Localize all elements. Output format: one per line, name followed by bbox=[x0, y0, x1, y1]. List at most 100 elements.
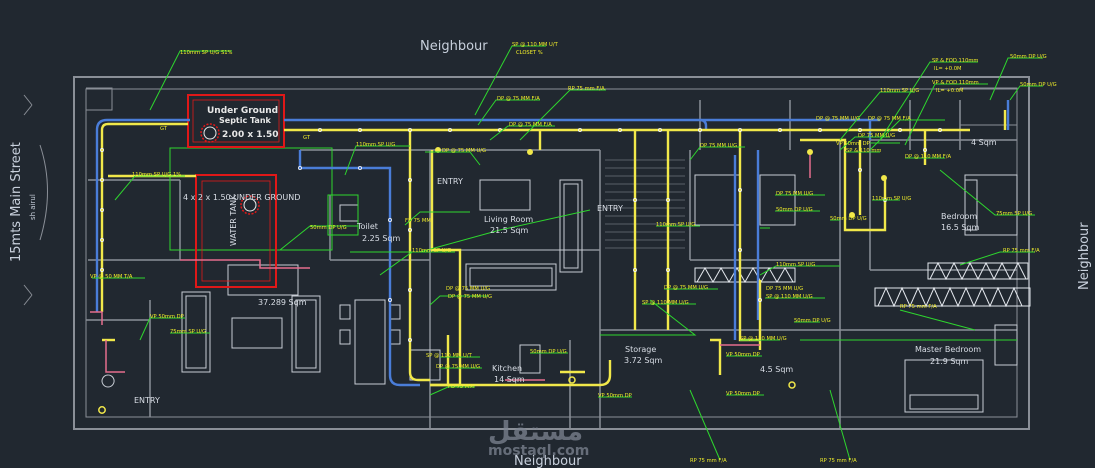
pipe-label: 75mm SP U/G bbox=[170, 329, 206, 335]
majlis-area: 37.289 Sqm bbox=[258, 298, 307, 307]
bedroom-area: 16.5 Sqm bbox=[941, 223, 980, 232]
neighbour-bottom-label: Neighbour bbox=[514, 454, 582, 468]
septic-tank-size: 2.00 x 1.50 bbox=[222, 130, 278, 140]
watermark: مستقل mostaql.com bbox=[488, 417, 589, 459]
pipe-label: VP 50mm DP bbox=[726, 391, 760, 397]
pipe-label: DP @ 75 MM U/G bbox=[448, 294, 492, 300]
pipe-label: IL= +0.0M bbox=[934, 66, 962, 72]
water-tank-title: 4 x 2 x 1.50 UNDER GROUND bbox=[183, 193, 300, 202]
laundry-area: 4 Sqm bbox=[971, 138, 997, 147]
pipe-label: SP & 110 mm bbox=[846, 148, 881, 154]
neighbour-top-label: Neighbour bbox=[420, 39, 488, 54]
kitchen-area: 14 Sqm bbox=[494, 375, 525, 384]
toilet-area: 2.25 Sqm bbox=[362, 234, 401, 243]
pipe-label: 110mm SP U/G bbox=[412, 248, 451, 254]
street-label: 15mts Main Street bbox=[9, 142, 24, 262]
pipe-label: SP @ 110 MM U/T bbox=[426, 353, 473, 359]
pipe-label: 50mm DP U/G bbox=[1020, 82, 1057, 88]
master-bedroom-label: Master Bedroom bbox=[915, 345, 981, 354]
water-tank: 4 x 2 x 1.50 UNDER GROUND WATER TANK bbox=[183, 174, 300, 288]
pipe-label: DP 75 MM U/G bbox=[858, 133, 895, 139]
pipe-label: DP 75 MM U/G bbox=[776, 191, 813, 197]
pipe-label: SP @ 110 MM U/T bbox=[512, 42, 559, 48]
street-sub-label: sh airul bbox=[29, 194, 37, 220]
pipe-label: 50mm DP U/G bbox=[776, 207, 813, 213]
pipe-label: 50mm DP U/G bbox=[530, 349, 567, 355]
pipe-label: DP @ 75 MM F/A bbox=[868, 116, 911, 122]
neighbour-right-label: Neighbour bbox=[1077, 222, 1092, 290]
pipe-label: 50mm DP U/G bbox=[794, 318, 831, 324]
pipe-label: 110mm SP U/G 1% bbox=[132, 172, 181, 178]
storage-area: 3.72 Sqm bbox=[624, 356, 663, 365]
pipe-label: DP 75 MM U/G bbox=[766, 286, 803, 292]
pipe-label: 110mm SP U/G S1% bbox=[180, 50, 233, 56]
pipe-label: DP @ 75 MM F/A bbox=[497, 96, 540, 102]
storage-label: Storage bbox=[625, 345, 656, 354]
pipe-label: SP & FOD 110mm bbox=[932, 58, 978, 64]
furniture bbox=[101, 174, 1018, 413]
pipe-label: SP @ 110 MM U/G bbox=[766, 294, 813, 300]
entry-label-2: ENTRY bbox=[437, 177, 463, 186]
water-tank-subtitle: WATER TANK bbox=[229, 194, 238, 246]
bathroom-area: 4.5 Sqm bbox=[760, 365, 793, 374]
watermark-latin: mostaql.com bbox=[488, 443, 589, 459]
stairs bbox=[605, 159, 685, 249]
pipe-label: DP @ 75 MM U/G bbox=[816, 116, 860, 122]
pipe-label: VP 50mm DP bbox=[150, 314, 184, 320]
living-room-label: Living Room bbox=[484, 215, 533, 224]
pipe-label: IL= +0.0M bbox=[936, 88, 964, 94]
pipe-label: FD 75 MM bbox=[448, 384, 474, 390]
pipe-label: DP @ 110 MM F/A bbox=[905, 154, 951, 160]
pipe-label: RP 75 mm F/A bbox=[820, 458, 857, 464]
pipe-label: DP @ 75 MM F/A bbox=[509, 122, 552, 128]
pipe-label: 110mm SP U/G bbox=[356, 142, 395, 148]
living-room-area: 21.5 Sqm bbox=[490, 226, 529, 235]
bedroom-label: Bedroom bbox=[941, 212, 977, 221]
pipe-label: SP @ 110 MM U/G bbox=[642, 300, 689, 306]
pipe-label: RP 75 mm F/A bbox=[690, 458, 727, 464]
pipe-label: DP @ 75 MM U/G bbox=[442, 148, 486, 154]
master-bedroom-area: 21.9 Sqm bbox=[930, 357, 969, 366]
street-arrows bbox=[23, 94, 48, 306]
pipe-label: 110mm SP U/G bbox=[880, 88, 919, 94]
pipe-label: RP 75 mm F/A bbox=[568, 86, 605, 92]
wardrobes bbox=[694, 261, 1031, 308]
kitchen-label: Kitchen bbox=[492, 364, 522, 373]
entry-label-1: ENTRY bbox=[134, 396, 160, 405]
pipe-label: 50mm DP U/G bbox=[310, 225, 347, 231]
septic-tank-title: Under Ground bbox=[207, 106, 278, 116]
pipe-label: FD 75 MM bbox=[405, 218, 431, 224]
pipe-label: DP @ 75 MM U/G bbox=[446, 286, 490, 292]
leader-lines bbox=[92, 45, 1043, 461]
blue-pipes bbox=[95, 100, 1010, 387]
pipe-label: RP 75 mm F/A bbox=[900, 304, 937, 310]
pipe-label: 50mm DP U/G bbox=[1010, 54, 1047, 60]
building-walls bbox=[73, 76, 1030, 430]
pipe-label: GT bbox=[303, 135, 311, 141]
pink-pipes bbox=[90, 150, 811, 381]
pipe-label: 50mm DP U/G bbox=[830, 216, 867, 222]
entry-label-3: ENTRY bbox=[597, 204, 623, 213]
pipe-label: GT bbox=[160, 126, 168, 132]
pipe-label: VP @ 50 MM T/A bbox=[90, 274, 133, 280]
pipe-label: SP @ 110 MM U/G bbox=[740, 336, 787, 342]
pipe-label: 75mm SP U/G bbox=[996, 211, 1032, 217]
pipe-label: 110mm SP U/G bbox=[872, 196, 911, 202]
pipe-label: VP 50mm DP bbox=[836, 141, 870, 147]
toilet-label: Toilet bbox=[356, 222, 378, 231]
pipe-label: DP 75 MM U/G bbox=[700, 143, 737, 149]
pipe-label: VP & FOD 110mm bbox=[932, 80, 979, 86]
pipe-label: 110mm SP U/G bbox=[656, 222, 695, 228]
pipe-label: VP 50mm DP bbox=[598, 393, 632, 399]
pipe-label: DP @ 75 MM U/G bbox=[664, 285, 708, 291]
pipe-label: DP @ 75 MM U/G bbox=[436, 364, 480, 370]
pipe-label: RP 75 mm F/A bbox=[1003, 248, 1040, 254]
pipe-fittings bbox=[100, 127, 943, 342]
septic-tank-subtitle: Septic Tank bbox=[219, 116, 272, 125]
pipe-label: 110mm SP U/G bbox=[776, 262, 815, 268]
watermark-arabic: مستقل bbox=[488, 417, 583, 447]
pipe-label: CLOSET % bbox=[516, 50, 543, 56]
pipe-label: VP 50mm DP bbox=[726, 352, 760, 358]
